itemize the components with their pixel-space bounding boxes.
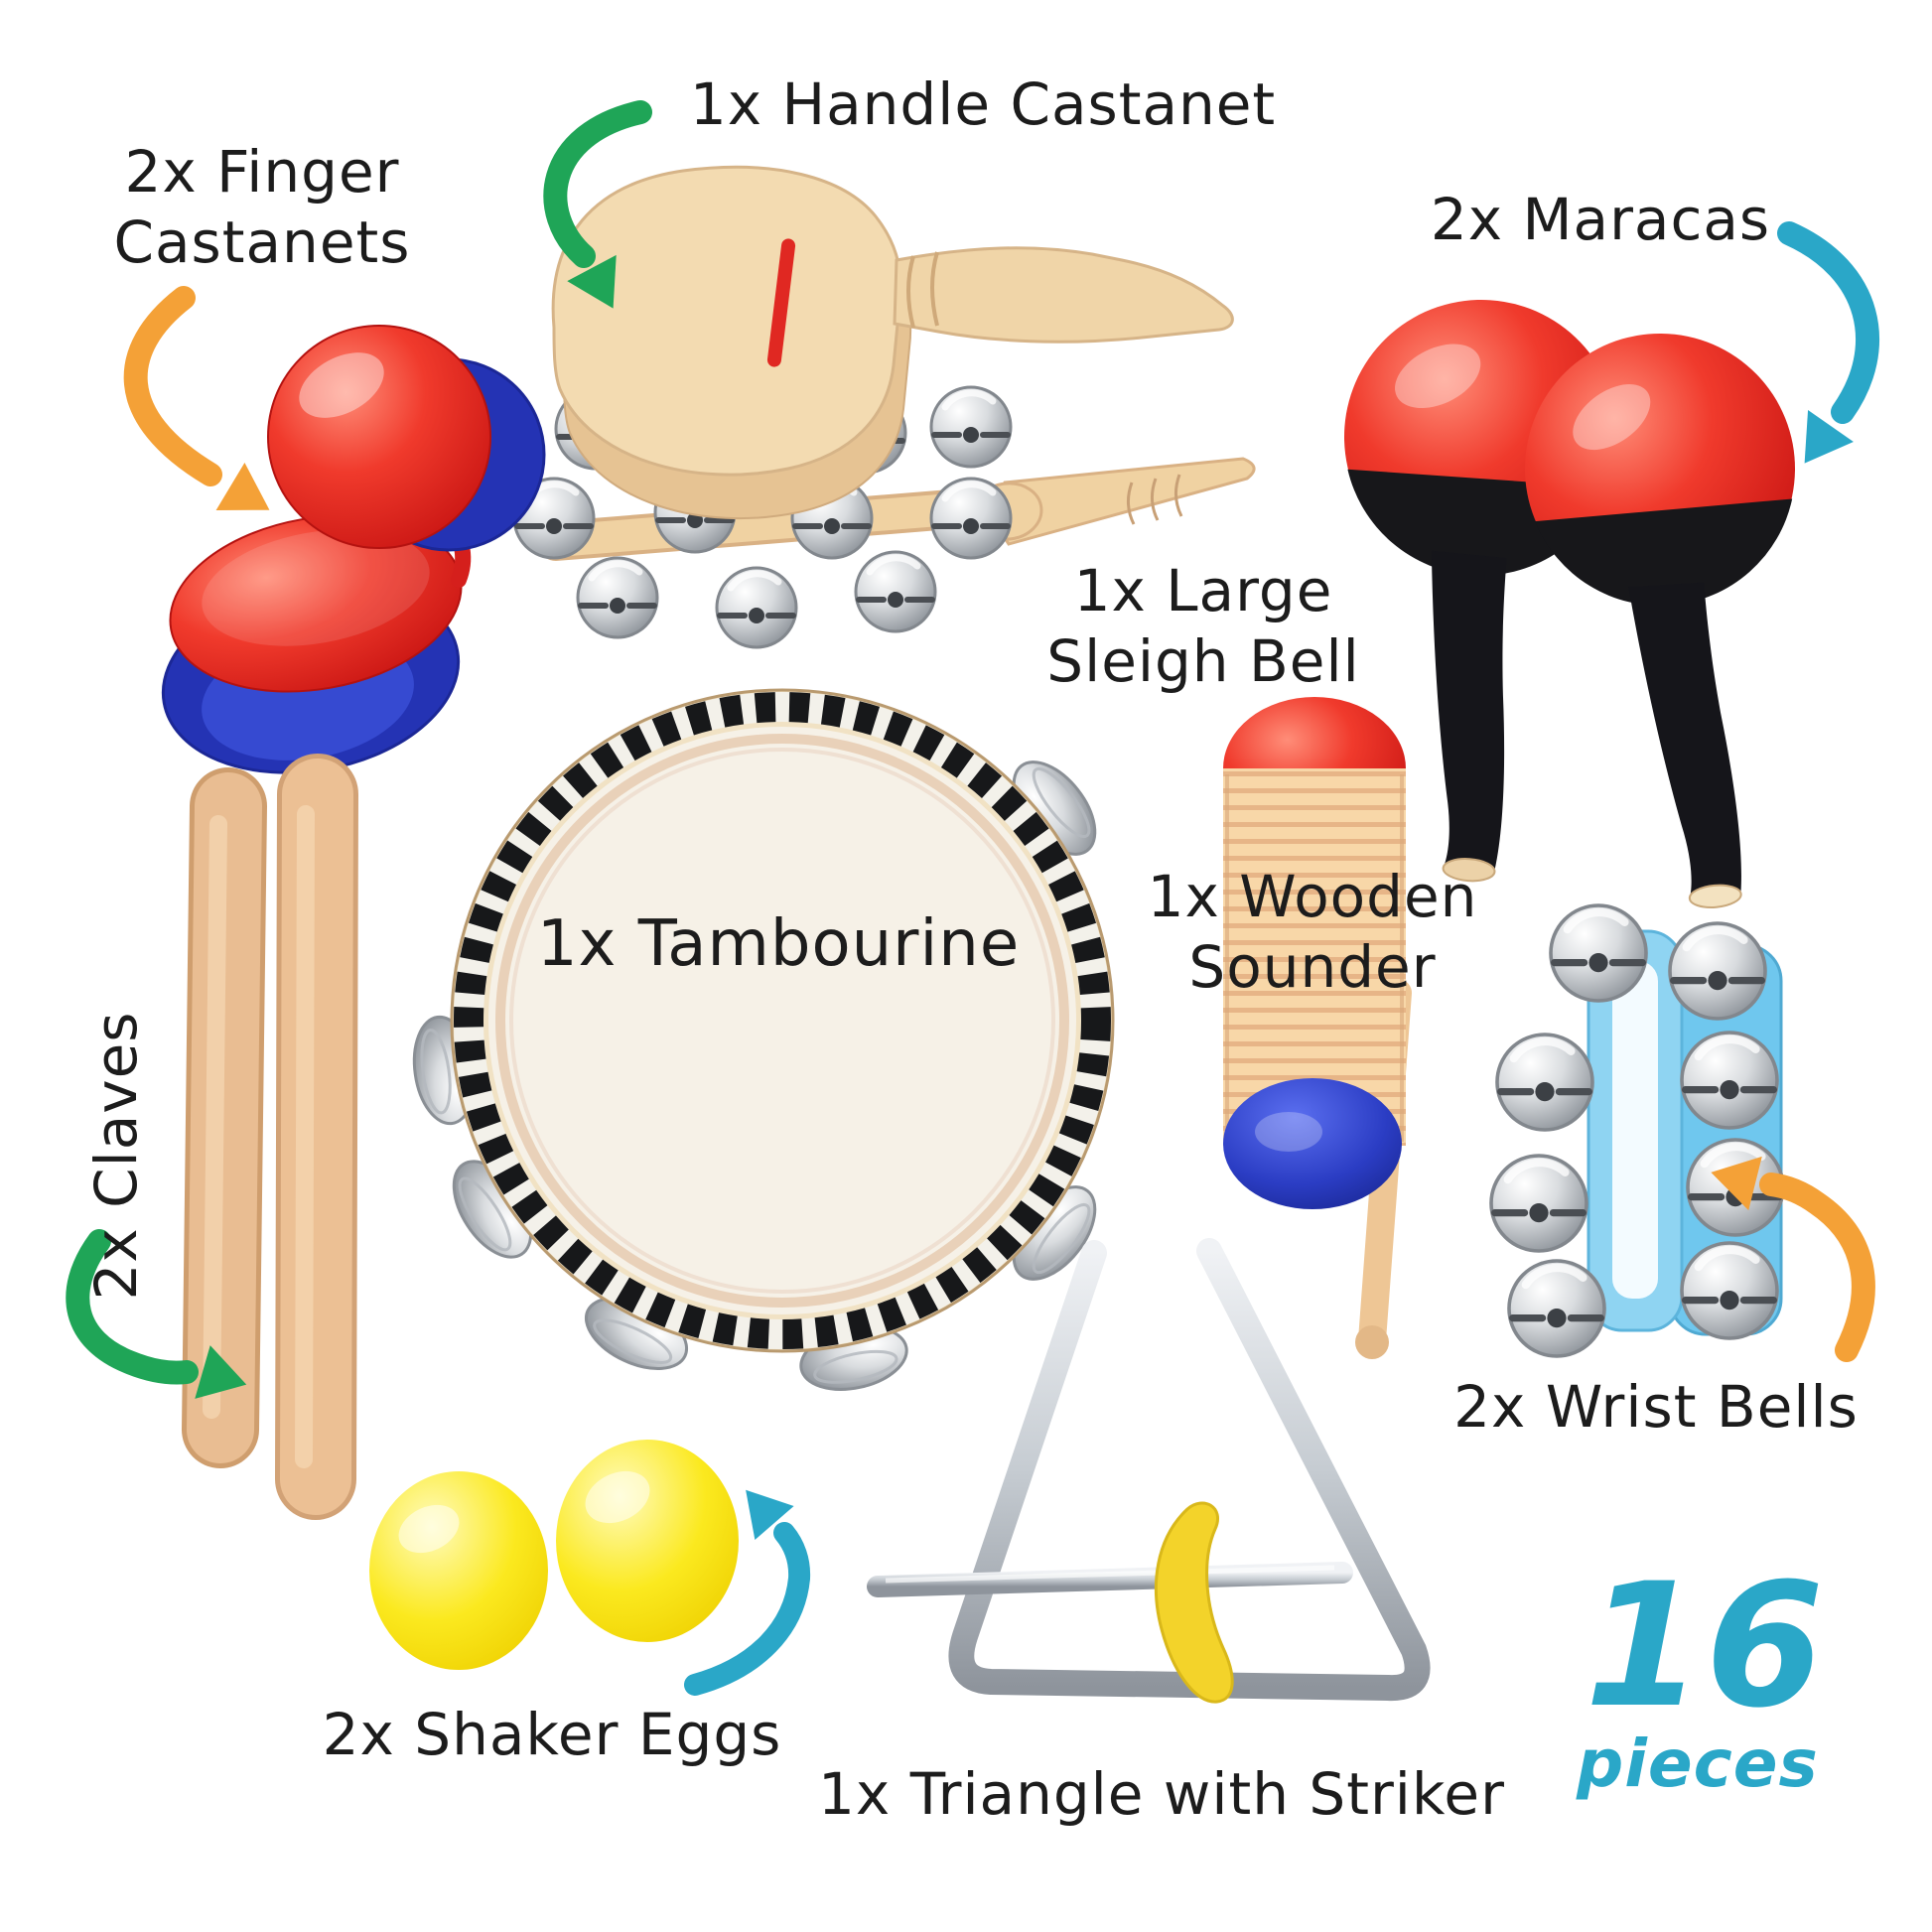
arrow-to-shaker-eggs-head-icon [746, 1489, 794, 1541]
label-finger-castanets-line1: 2x Finger [124, 138, 400, 206]
label-handle-castanet: 1x Handle Castanet [689, 70, 1277, 138]
arrow-to-wrist-bells-head-icon [1711, 1156, 1762, 1211]
finger-castanets-photo [161, 325, 546, 774]
annotation-arrows [66, 100, 1880, 1696]
tambourine-photo [406, 688, 1115, 1401]
label-shaker-eggs: 2x Shaker Eggs [322, 1701, 782, 1768]
wrist-bells-photo [1491, 905, 1783, 1356]
label-wooden-sounder-line2: Sounder [1188, 932, 1437, 1001]
arrow-to-handle-castanet-icon [543, 100, 652, 268]
piece-count-number: 16 [1585, 1546, 1827, 1745]
triangle-photo [867, 1238, 1431, 1704]
sleigh-bell-photo [514, 377, 1256, 647]
label-sleigh-bell: 1x Large Sleigh Bell [1015, 556, 1392, 697]
label-wrist-bells: 2x Wrist Bells [1453, 1373, 1859, 1441]
handle-castanet-photo [551, 165, 1234, 519]
arrow-to-maracas-head-icon [1804, 409, 1854, 464]
label-sleigh-bell-line1: 1x Large [1073, 557, 1333, 624]
label-triangle: 1x Triangle with Striker [818, 1760, 1505, 1828]
maracas-photo [1344, 300, 1795, 908]
label-finger-castanets: 2x Finger Castanets [64, 137, 461, 278]
arrow-to-wrist-bells-icon [1759, 1173, 1875, 1362]
arrow-to-shaker-eggs-icon [684, 1522, 811, 1696]
wooden-sounder-photo [1223, 697, 1412, 1359]
label-maracas: 2x Maracas [1430, 186, 1771, 253]
piece-count-word: pieces [1577, 1725, 1819, 1802]
arrow-to-claves-head-icon [195, 1345, 247, 1399]
claves-photo [182, 754, 358, 1520]
label-wooden-sounder: 1x Wooden Sounder [1124, 862, 1501, 1003]
label-tambourine: 1x Tambourine [536, 907, 1021, 981]
label-sleigh-bell-line2: Sleigh Bell [1046, 626, 1360, 695]
striker-band [1154, 1501, 1234, 1704]
arrow-to-claves-icon [66, 1229, 199, 1385]
arrow-to-finger-castanets-head-icon [215, 462, 270, 511]
arrow-to-finger-castanets-icon [123, 286, 222, 486]
arrow-to-maracas-icon [1777, 221, 1880, 424]
label-claves: 2x Claves [82, 1011, 150, 1301]
arrow-to-handle-castanet-head-icon [567, 254, 617, 309]
label-finger-castanets-line2: Castanets [113, 207, 411, 276]
label-wooden-sounder-line1: 1x Wooden [1147, 863, 1478, 930]
shaker-eggs-photo [369, 1440, 739, 1670]
